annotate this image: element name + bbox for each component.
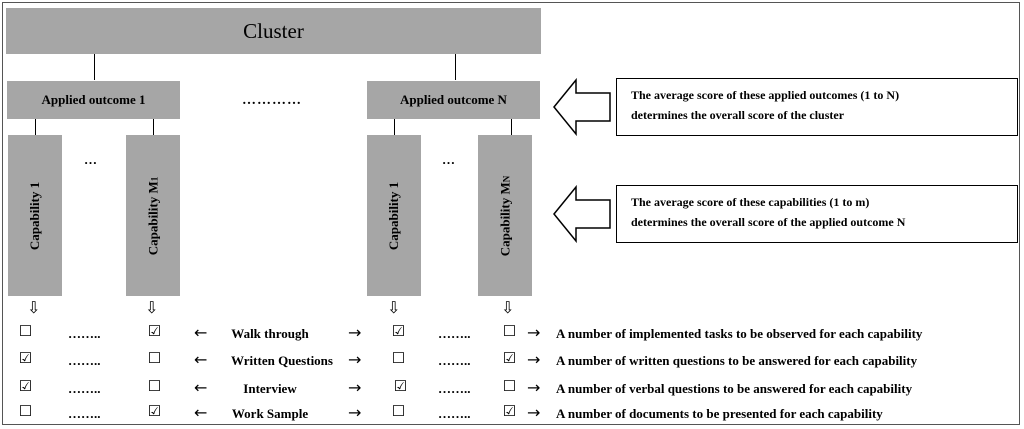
right-arrow-icon: → bbox=[348, 378, 362, 397]
applied-outcome-n-box: Applied outcome N bbox=[367, 81, 540, 119]
checkbox-icon: ☑ bbox=[393, 379, 408, 395]
note-capabilities-average: The average score of these capabilities … bbox=[616, 185, 1018, 243]
checkbox-icon: ☐ bbox=[147, 379, 162, 395]
outcome-ellipsis: ………… bbox=[242, 93, 302, 108]
down-arrow-icon: ⇩ bbox=[387, 298, 401, 317]
row-description: A number of documents to be presented fo… bbox=[556, 406, 883, 421]
capability-ellipsis-left: … bbox=[84, 152, 98, 167]
row-dots: …….. bbox=[438, 406, 471, 421]
left-arrow-icon: ← bbox=[194, 403, 208, 422]
row-description: A number of implemented tasks to be obse… bbox=[556, 326, 923, 341]
connector-outcome1-cap1 bbox=[35, 119, 36, 135]
capability-1-left-label: Capability 1 bbox=[27, 181, 43, 250]
connector-cluster-outcome-n bbox=[455, 54, 456, 80]
left-arrow-icon: ← bbox=[194, 350, 208, 369]
right-arrow-icon: → bbox=[527, 350, 541, 369]
capability-m1-box: Capability M1 bbox=[126, 135, 180, 296]
capability-mn-label: Capability MN bbox=[497, 175, 513, 256]
checkbox-icon: ☐ bbox=[18, 404, 33, 420]
down-arrow-icon: ⇩ bbox=[145, 298, 159, 317]
checkbox-icon: ☑ bbox=[391, 324, 406, 340]
down-arrow-icon: ⇩ bbox=[501, 298, 515, 317]
method-label: Work Sample bbox=[231, 406, 309, 421]
row-description: A number of written questions to be answ… bbox=[556, 353, 918, 368]
down-arrow-icon: ⇩ bbox=[27, 298, 41, 317]
capability-m1-label: Capability M1 bbox=[145, 176, 161, 255]
checkbox-icon: ☑ bbox=[502, 351, 517, 367]
checkbox-icon: ☐ bbox=[391, 351, 406, 367]
right-arrow-icon: → bbox=[348, 323, 362, 342]
checkbox-icon: ☐ bbox=[502, 324, 517, 340]
right-arrow-icon: → bbox=[527, 403, 541, 422]
left-arrow-icon bbox=[553, 184, 611, 244]
note-outcomes-average: The average score of these applied outco… bbox=[616, 78, 1018, 136]
note-capabilities-line-2: determines the overall score of the appl… bbox=[631, 215, 906, 229]
capability-mn-box: Capability MN bbox=[478, 135, 532, 296]
checkbox-icon: ☑ bbox=[147, 324, 162, 340]
right-arrow-icon: → bbox=[527, 323, 541, 342]
row-dots: …….. bbox=[68, 353, 101, 368]
capability-1-right-box: Capability 1 bbox=[367, 135, 421, 296]
cluster-label: Cluster bbox=[243, 18, 304, 43]
applied-outcome-n-label: Applied outcome N bbox=[400, 92, 507, 107]
left-arrow-icon: ← bbox=[194, 323, 208, 342]
checkbox-icon: ☐ bbox=[147, 351, 162, 367]
applied-outcome-1-label: Applied outcome 1 bbox=[41, 92, 146, 107]
row-dots: …….. bbox=[438, 381, 471, 396]
checkbox-icon: ☐ bbox=[391, 404, 406, 420]
method-label: Walk through bbox=[231, 326, 309, 341]
checkbox-icon: ☑ bbox=[147, 404, 162, 420]
left-arrow-icon bbox=[553, 77, 611, 137]
row-dots: …….. bbox=[438, 326, 471, 341]
cluster-box: Cluster bbox=[6, 8, 541, 54]
connector-outcomen-cap1 bbox=[394, 119, 395, 135]
method-label: Written Questions bbox=[231, 353, 333, 368]
left-arrow-icon: ← bbox=[194, 378, 208, 397]
note-outcomes-line-1: The average score of these applied outco… bbox=[631, 88, 900, 102]
capability-ellipsis-right: … bbox=[442, 152, 456, 167]
checkbox-icon: ☑ bbox=[502, 404, 517, 420]
checkbox-icon: ☑ bbox=[18, 351, 33, 367]
right-arrow-icon: → bbox=[348, 350, 362, 369]
capability-1-left-box: Capability 1 bbox=[8, 135, 62, 296]
row-dots: …….. bbox=[68, 381, 101, 396]
checkbox-icon: ☐ bbox=[18, 324, 33, 340]
note-outcomes-line-2: determines the overall score of the clus… bbox=[631, 108, 845, 122]
right-arrow-icon: → bbox=[527, 378, 541, 397]
connector-outcome1-capm1 bbox=[153, 119, 154, 135]
checkbox-icon: ☑ bbox=[18, 379, 33, 395]
checkbox-icon: ☐ bbox=[502, 379, 517, 395]
connector-outcomen-capmn bbox=[511, 119, 512, 135]
row-dots: …….. bbox=[68, 406, 101, 421]
method-label: Interview bbox=[243, 381, 297, 396]
row-dots: …….. bbox=[438, 353, 471, 368]
connector-cluster-outcome-1 bbox=[94, 54, 95, 80]
applied-outcome-1-box: Applied outcome 1 bbox=[7, 81, 180, 119]
row-dots: …….. bbox=[68, 326, 101, 341]
note-capabilities-line-1: The average score of these capabilities … bbox=[631, 195, 870, 209]
capability-1-right-label: Capability 1 bbox=[386, 181, 402, 250]
row-description: A number of verbal questions to be answe… bbox=[556, 381, 913, 396]
right-arrow-icon: → bbox=[348, 403, 362, 422]
